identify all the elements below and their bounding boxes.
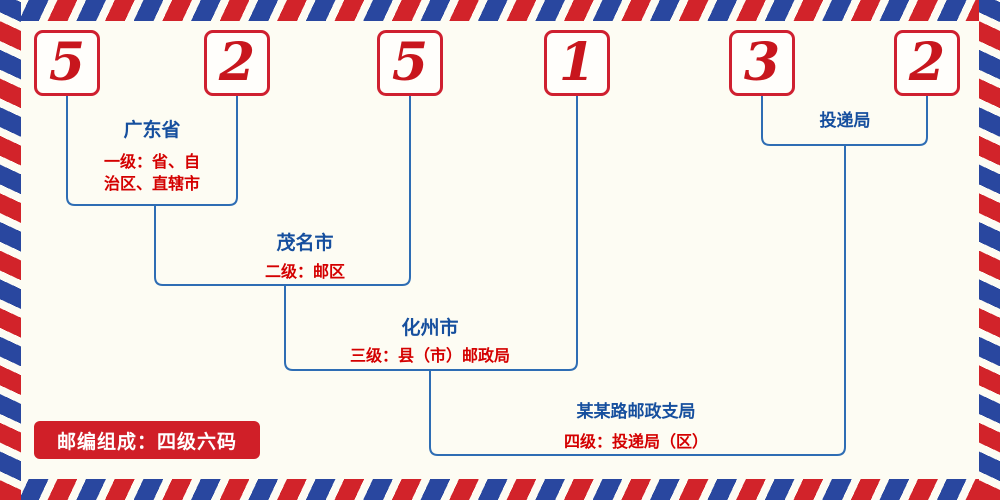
digit-box-3: 5 [377, 30, 443, 96]
digit-5: 3 [743, 32, 781, 93]
airmail-stripe-left [0, 0, 21, 500]
digit-6: 2 [908, 32, 946, 93]
airmail-stripe-bottom [0, 479, 1000, 500]
level3-place-name: 化州市 [401, 317, 459, 339]
digit-box-5: 3 [729, 30, 795, 96]
level2-desc: 二级：邮区 [264, 262, 346, 281]
level1-place-name: 广东省 [123, 119, 181, 141]
airmail-stripe-right [979, 0, 1000, 500]
composition-stamp: 邮编组成：四级六码 [34, 421, 260, 459]
level1-desc-line2: 治区、直辖市 [103, 174, 201, 193]
digit-box-6: 2 [894, 30, 960, 96]
level4-place-name: 某某路邮政支局 [576, 402, 696, 422]
level1-desc-line1: 一级：省、自 [103, 152, 201, 171]
composition-stamp-text: 邮编组成：四级六码 [56, 430, 237, 453]
digit-box-1: 5 [34, 30, 100, 96]
digit-box-4: 1 [544, 30, 610, 96]
digit-box-2: 2 [204, 30, 270, 96]
digit-1: 5 [48, 32, 86, 93]
airmail-stripe-top [0, 0, 1000, 21]
level4-desc: 四级：投递局（区） [563, 432, 709, 451]
digit-4: 1 [558, 32, 596, 93]
level2-place-name: 茂名市 [276, 232, 334, 254]
level3-desc: 三级：县（市）邮政局 [349, 346, 511, 365]
digit-3: 5 [391, 32, 429, 93]
delivery-office-label: 投递局 [819, 111, 871, 131]
digit-2: 2 [218, 32, 256, 93]
